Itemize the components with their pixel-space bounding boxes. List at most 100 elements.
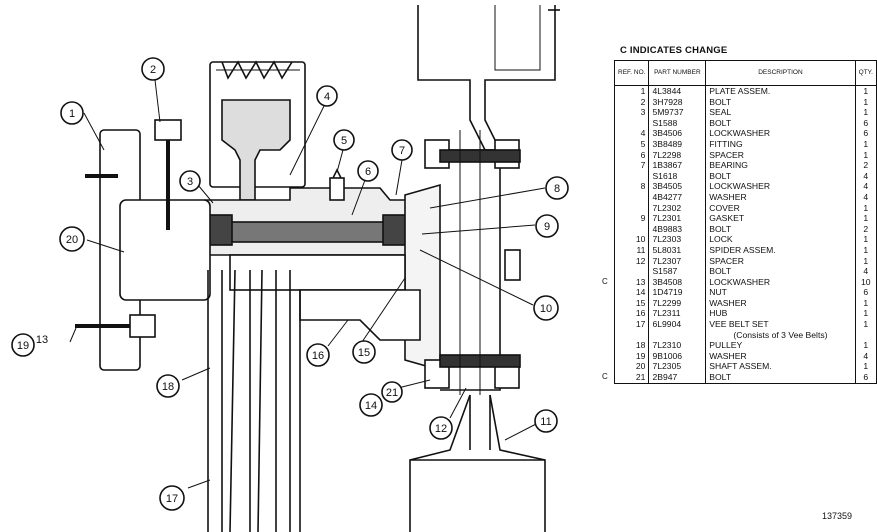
quantity: 6: [854, 372, 877, 384]
part-number: 3B4505: [648, 181, 707, 192]
description: SPIDER ASSEM.: [705, 244, 856, 256]
part-number: 7L2302: [648, 202, 707, 214]
part-number: 2B947: [648, 372, 707, 384]
callout-13: 13: [36, 334, 48, 346]
callout-2: 2: [141, 57, 165, 81]
description: SHAFT ASSEM.: [705, 361, 856, 373]
part-number: 7L2311: [648, 308, 707, 320]
description: SEAL: [705, 107, 856, 118]
part-number: 7L2303: [648, 234, 707, 245]
ref-value: 3: [640, 107, 646, 118]
fitting: [329, 168, 345, 201]
ref-value: 11: [636, 244, 646, 255]
part-number: 3B4506: [648, 128, 707, 139]
ref-value: 4: [640, 128, 646, 139]
ref-number: 9: [613, 213, 650, 224]
ref-value: 10: [635, 234, 646, 245]
part-number: [648, 329, 707, 341]
quantity: 2: [854, 160, 877, 171]
callout-14: 14: [359, 393, 383, 417]
description: HUB: [705, 308, 856, 320]
quantity: 6: [854, 287, 877, 298]
quantity: 4: [854, 181, 877, 192]
quantity: 1: [854, 107, 877, 118]
ref-number: 10: [613, 234, 650, 245]
part-number: 7L2301: [648, 213, 707, 224]
part-number: 6L9904: [648, 319, 707, 330]
callout-6: 6: [357, 160, 379, 182]
quantity: 1: [854, 340, 877, 351]
ref-number: 4: [613, 128, 650, 139]
description: WASHER: [705, 191, 856, 203]
quantity: 1: [854, 138, 877, 150]
description: (Consists of 3 Vee Belts): [705, 329, 856, 341]
part-number: 3B8489: [648, 138, 707, 150]
quantity: 4: [854, 266, 877, 277]
description: LOCK: [705, 234, 856, 245]
svg-text:1: 1: [69, 108, 75, 120]
quantity: 1: [854, 244, 877, 256]
description: PULLEY: [705, 340, 856, 351]
callout-8: 8: [545, 176, 569, 200]
ref-value: 18: [635, 340, 646, 351]
part-number: 7L2299: [648, 297, 707, 309]
svg-text:10: 10: [540, 303, 552, 315]
svg-text:17: 17: [166, 493, 178, 505]
ref-value: 8: [640, 181, 646, 192]
ref-value: 14: [635, 287, 646, 298]
description: BOLT: [705, 266, 856, 277]
header-qty: QTY.: [854, 60, 877, 86]
ref-number: 18: [613, 340, 650, 351]
leader-lines: [69, 79, 546, 489]
quantity: 1: [854, 213, 877, 224]
part-number: 7L2298: [648, 149, 707, 161]
ref-number: 5: [613, 138, 650, 150]
description: LOCKWASHER: [705, 128, 856, 139]
callout-11: 11: [534, 409, 558, 433]
quantity: 4: [854, 170, 877, 182]
svg-text:8: 8: [554, 183, 560, 195]
part-number: 1B3867: [648, 160, 707, 171]
ref-value: 17: [635, 319, 646, 330]
ref-value: 2: [640, 96, 646, 107]
part-number: 5L8031: [648, 244, 707, 256]
part-number: S1588: [648, 117, 707, 129]
ref-number: [613, 117, 650, 129]
part-number: S1618: [648, 170, 707, 182]
svg-text:18: 18: [162, 381, 174, 393]
callout-17: 17: [159, 485, 185, 511]
description: NUT: [705, 287, 856, 298]
ref-value: 6: [640, 149, 646, 160]
svg-text:20: 20: [66, 234, 78, 246]
description: FITTING: [705, 138, 856, 150]
quantity: [854, 329, 877, 341]
ref-value: 21: [635, 372, 646, 383]
svg-text:12: 12: [435, 423, 447, 435]
ref-number: 19: [613, 350, 650, 362]
figure-number: 137359: [822, 511, 853, 521]
description: WASHER: [705, 297, 856, 309]
frame-member-top: [417, 5, 560, 151]
svg-text:2: 2: [150, 64, 156, 76]
part-number: 4B9883: [648, 223, 707, 235]
legend-title: C INDICATES CHANGE: [620, 45, 728, 56]
callout-16: 16: [306, 343, 330, 367]
part-number: S1587: [648, 266, 707, 277]
ref-number: 15: [613, 297, 650, 309]
callout-19: 19: [11, 333, 35, 357]
part-number: 7L2305: [648, 361, 707, 373]
part-number: 3B4508: [648, 276, 707, 288]
quantity: 1: [854, 308, 877, 320]
svg-text:5: 5: [341, 135, 347, 147]
callout-21: 21: [381, 381, 403, 403]
